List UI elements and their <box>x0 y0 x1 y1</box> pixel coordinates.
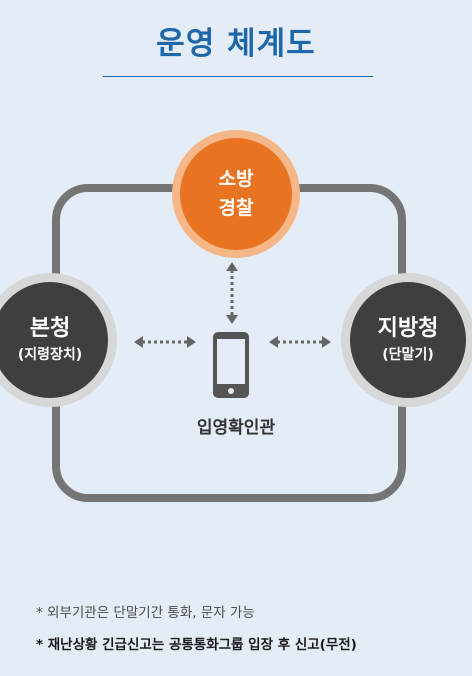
node-regional-office-sublabel: (단말기) <box>382 347 434 363</box>
node-fire-police: 소방 경찰 <box>180 138 292 250</box>
node-headquarters-label: 본청 <box>29 316 71 341</box>
arrow-vertical-icon <box>226 262 238 324</box>
title-rule <box>103 76 373 77</box>
node-fire-police-line1: 소방 <box>218 168 254 190</box>
smartphone-screen <box>217 339 245 384</box>
node-regional-office-label: 지방청 <box>377 316 439 341</box>
notes: * 외부기관은 단말기간 통화, 문자 가능 * 재난상황 긴급신고는 공통통화… <box>36 603 466 667</box>
node-headquarters-sublabel: (지령장치) <box>17 347 83 363</box>
page-title: 운영 체계도 <box>156 26 316 62</box>
node-fire-police-line2: 경찰 <box>218 197 254 219</box>
arrow-left-icon <box>134 336 196 348</box>
node-regional-office: 지방청 (단말기) <box>350 282 466 398</box>
note-item: * 재난상황 긴급신고는 공통통화그룹 입장 후 신고(무전) <box>36 637 357 653</box>
note-item: * 외부기관은 단말기간 통화, 문자 가능 <box>36 605 255 621</box>
arrow-right-icon <box>269 336 331 348</box>
smartphone-icon <box>213 332 249 398</box>
node-headquarters: 본청 (지령장치) <box>0 282 108 398</box>
center-label: 입영확인관 <box>196 418 276 438</box>
smartphone-home-button <box>228 388 234 394</box>
